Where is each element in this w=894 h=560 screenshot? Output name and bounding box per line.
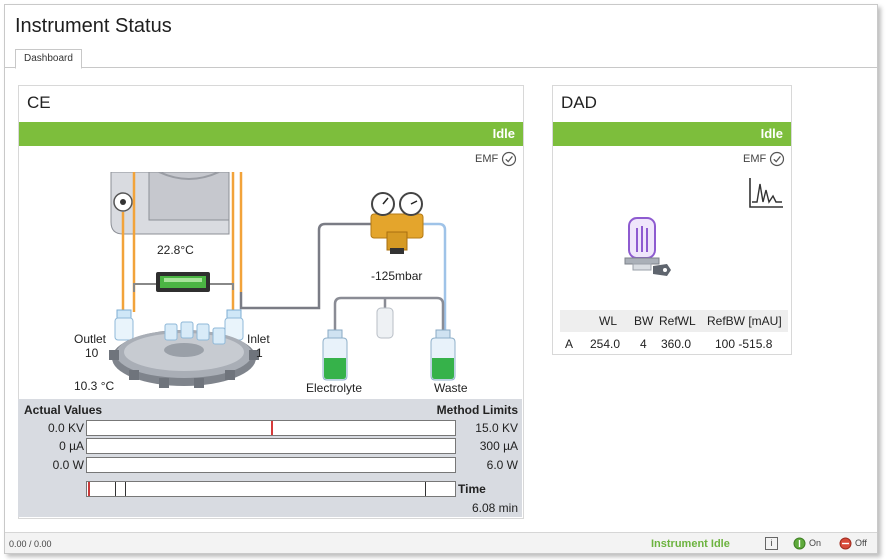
- power-bar: [86, 457, 456, 473]
- voltage-actual: 0.0 KV: [47, 421, 84, 435]
- method-limits-header: Method Limits: [436, 403, 518, 417]
- electrolyte-label: Electrolyte: [306, 381, 363, 395]
- tab-dashboard[interactable]: Dashboard: [15, 49, 82, 69]
- waste-label: Waste: [434, 381, 468, 395]
- ce-emf-label: EMF: [475, 153, 498, 165]
- window-title: Instrument Status: [15, 15, 172, 37]
- dad-table-header-row: [560, 310, 788, 332]
- voltage-bar: [86, 420, 456, 436]
- inlet-number: 1: [256, 346, 263, 360]
- dad-status-text: Idle: [760, 126, 783, 141]
- dad-emf-check-icon: [769, 151, 785, 167]
- power-off-icon: [839, 537, 852, 550]
- dad-value-bw: 4: [640, 337, 647, 351]
- ce-emf-check-icon: [501, 151, 517, 167]
- time-tick: [115, 482, 116, 496]
- instrument-status-text: Instrument Idle: [651, 538, 730, 550]
- power-on-icon: [793, 537, 806, 550]
- sample-tray-icon: [109, 321, 259, 388]
- time-start-marker: [88, 482, 90, 496]
- voltage-level-marker: [271, 421, 273, 435]
- lamp-icon: [624, 217, 671, 276]
- ce-title: CE: [27, 93, 51, 112]
- dad-value-refbw: 100 -515.8: [715, 337, 773, 351]
- dad-header-refwl: RefWL: [659, 314, 696, 328]
- inlet-vial-icon: [224, 309, 244, 341]
- waste-bottle-icon: [430, 329, 456, 381]
- dad-header-wl: WL: [599, 314, 617, 328]
- dad-value-wl: 254.0: [590, 337, 621, 351]
- time-value: 6.08 min: [471, 501, 518, 515]
- ce-bottom-temperature: 10.3 °C: [74, 379, 115, 393]
- on-label: On: [809, 538, 822, 548]
- outlet-number: 10: [85, 346, 99, 360]
- tab-bar: [5, 67, 877, 68]
- dad-emf-text: EMF: [743, 153, 767, 165]
- instrument-status-window: Instrument Status Dashboard CE Idle EMF: [4, 4, 878, 554]
- ce-top-temperature: 22.8°C: [157, 243, 194, 257]
- dad-row-label: A: [565, 337, 574, 351]
- outlet-label: Outlet: [74, 332, 107, 346]
- ce-instrument-block-icon: [110, 172, 230, 235]
- bottom-status-bar: 0.00 / 0.00 Instrument Idle i On Off: [5, 532, 877, 553]
- current-limit: 300 µA: [479, 439, 518, 453]
- pressure-regulator-icon: [370, 192, 424, 254]
- dad-header-bw: BW: [634, 314, 654, 328]
- current-actual: 0 µA: [59, 439, 84, 453]
- dad-title: DAD: [561, 93, 597, 112]
- outlet-vial-icon: [114, 309, 134, 341]
- dad-value-refwl: 360.0: [661, 337, 692, 351]
- time-bar: [86, 481, 456, 497]
- dad-panel: DAD Idle EMF WL BW RefWL RefBW [m: [552, 85, 792, 355]
- power-limit: 6.0 W: [486, 458, 518, 472]
- current-bar: [86, 438, 456, 454]
- progress-text: 0.00 / 0.00: [9, 539, 52, 549]
- voltage-limit: 15.0 KV: [475, 421, 518, 435]
- ce-values-area: Actual Values Method Limits 0.0 KV 15.0 …: [18, 399, 522, 517]
- time-tick: [125, 482, 126, 496]
- actual-values-header: Actual Values: [24, 403, 103, 417]
- ce-status-bar: Idle: [19, 122, 523, 146]
- capillary-cartridge-icon: [156, 272, 210, 292]
- ce-pressure: -125mbar: [371, 269, 423, 283]
- signal-chart-icon[interactable]: [747, 176, 785, 210]
- ce-emf-text: EMF: [475, 153, 499, 165]
- time-header: Time: [458, 482, 486, 496]
- ce-status-text: Idle: [492, 126, 515, 141]
- inlet-label: Inlet: [247, 332, 270, 346]
- dad-status-bar: Idle: [553, 122, 791, 146]
- power-actual: 0.0 W: [52, 458, 84, 472]
- electrolyte-bottle-icon: [322, 329, 348, 381]
- info-icon: i: [770, 538, 773, 548]
- ce-schematic: [109, 172, 456, 388]
- info-button[interactable]: i: [765, 537, 778, 550]
- off-label: Off: [855, 538, 867, 548]
- dad-emf-label: EMF: [743, 153, 766, 165]
- dad-header-refbw: RefBW [mAU]: [707, 314, 782, 328]
- time-tick: [425, 482, 426, 496]
